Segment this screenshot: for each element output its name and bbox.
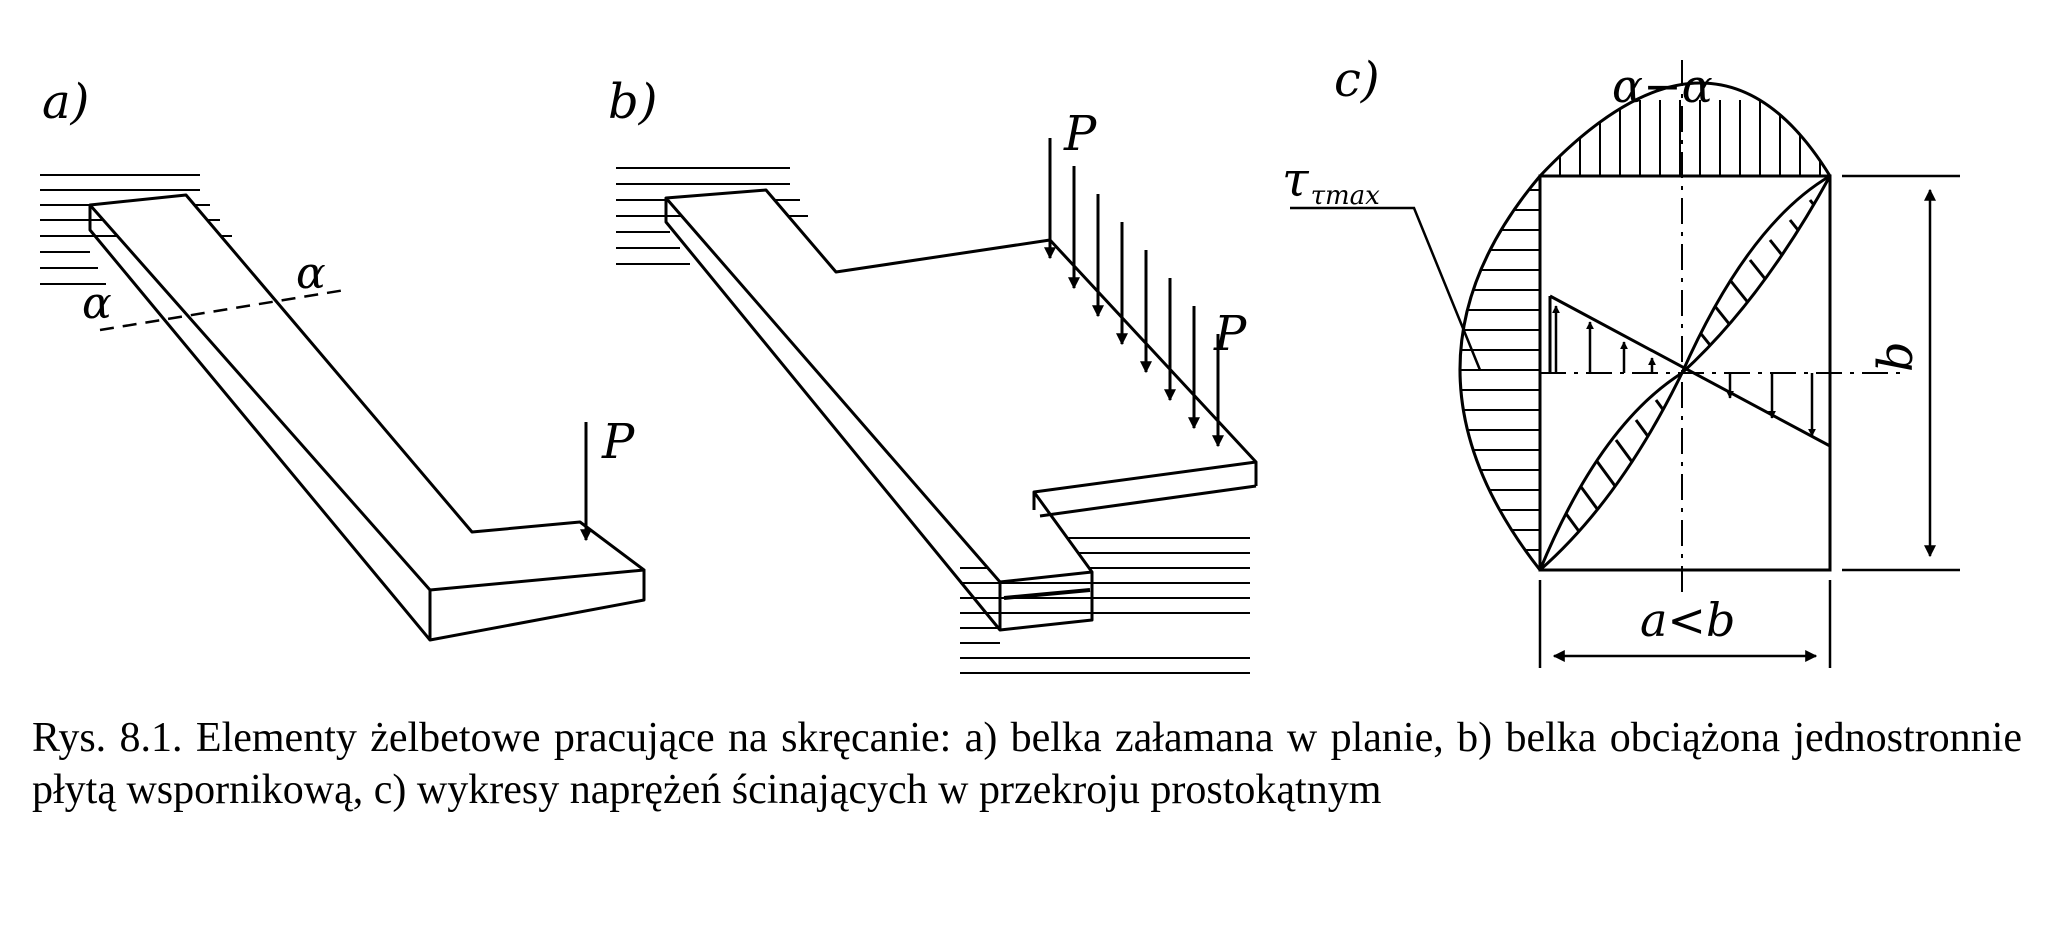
figure-caption: Rys. 8.1. Elementy żelbetowe pracujące n… xyxy=(32,715,2022,813)
panel-c-tau-symbol: τ xyxy=(1282,152,1310,208)
panel-c: c) α−α xyxy=(1282,52,1960,668)
panel-a-beam xyxy=(88,193,646,642)
panel-c-linear-arrows-up xyxy=(1552,305,1656,373)
panel-c-linear-arrows-down xyxy=(1726,373,1816,437)
panel-c-label: c) xyxy=(1334,52,1380,108)
panel-c-dimension-a-label: a<b xyxy=(1640,593,1735,647)
panel-c-tau-subscript: τmax xyxy=(1311,181,1381,211)
panel-c-tau-label: ττmax xyxy=(1282,152,1380,211)
panel-c-stress-outlines xyxy=(1458,81,1832,572)
panel-b: b) xyxy=(608,74,1258,674)
panel-a-section-left: α xyxy=(82,278,112,329)
panel-b-label: b) xyxy=(608,74,657,130)
panel-a-section-right: α xyxy=(296,248,326,299)
torsion-figure: a) α α P b) xyxy=(40,52,1960,674)
panel-c-dimension-b xyxy=(1842,174,1960,572)
panel-b-load-bottom-label: P xyxy=(1213,306,1247,362)
panel-a-section-line xyxy=(99,288,346,332)
panel-b-beam xyxy=(664,188,1258,632)
panel-c-linear-distribution xyxy=(1548,294,1832,448)
panel-a-label: a) xyxy=(42,74,89,130)
panel-c-dimension-b-label: b xyxy=(1868,341,1924,372)
panel-c-left-hatching xyxy=(1460,189,1540,551)
panel-b-load-top-label: P xyxy=(1063,106,1097,162)
panel-a: a) α α P xyxy=(40,74,646,642)
panel-c-dimension-a xyxy=(1538,580,1832,668)
panel-a-load-label: P xyxy=(601,414,635,470)
panel-c-tau-leader xyxy=(1290,206,1482,371)
panel-b-distributed-load xyxy=(1044,138,1224,448)
